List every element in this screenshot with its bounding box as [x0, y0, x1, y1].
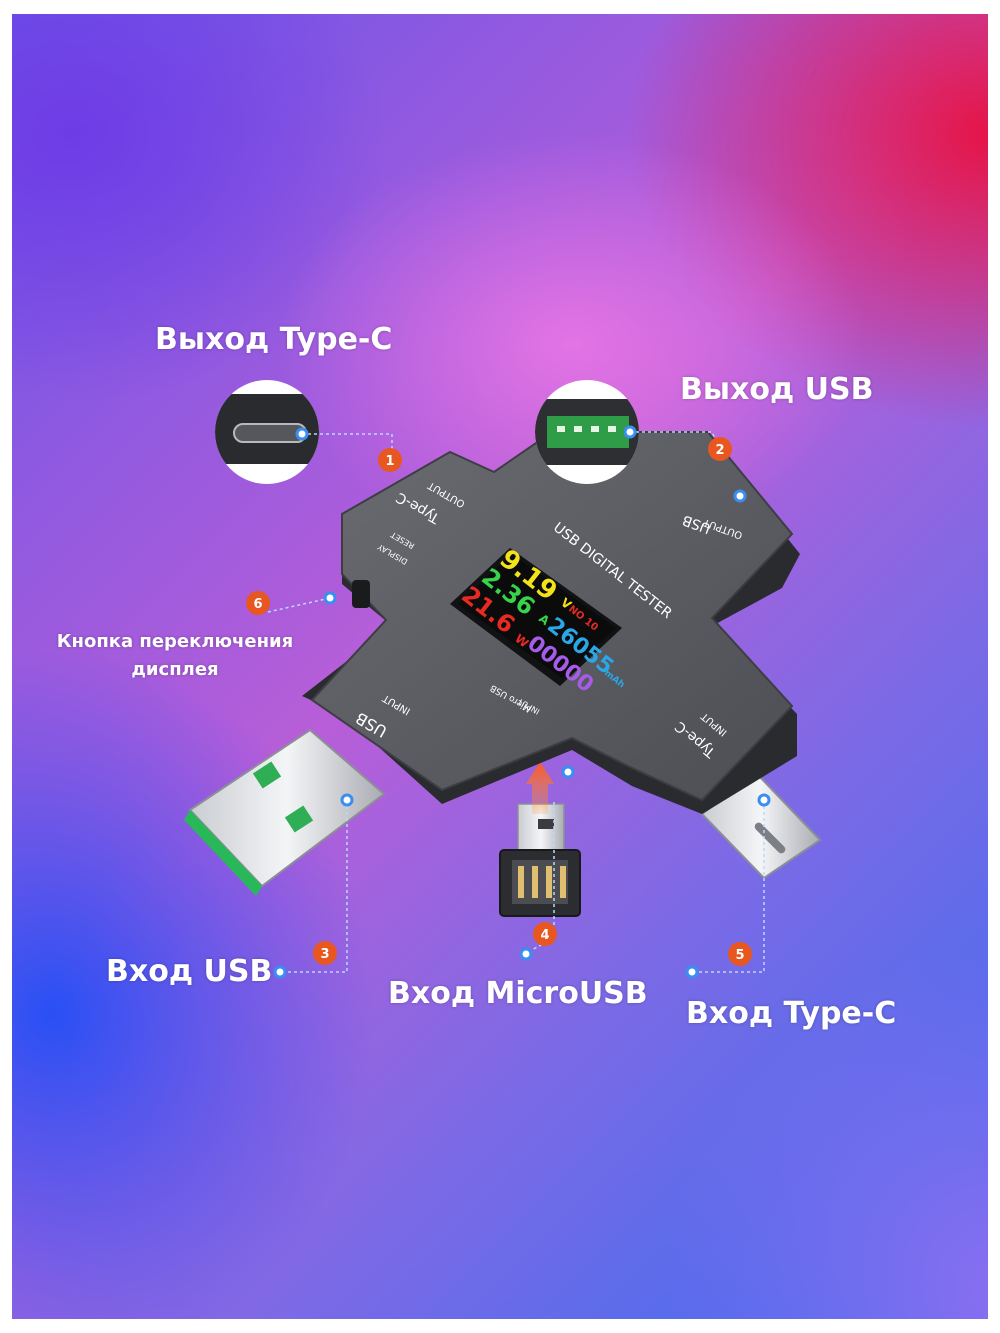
label-input-microusb: Вход MicroUSB — [388, 976, 648, 1011]
leader-dots — [273, 425, 771, 979]
marker-5: 5 — [735, 948, 744, 963]
marker-2: 2 — [715, 443, 724, 458]
label-display-button: Кнопка переключения дисплея — [50, 628, 300, 684]
usb-tester-body — [302, 431, 800, 814]
marker-6: 6 — [253, 597, 262, 612]
marker-3: 3 — [320, 947, 329, 962]
microusb-adapter — [499, 762, 581, 917]
label-display-button-line1: Кнопка переключения — [56, 631, 294, 652]
usb-output-closeup — [535, 380, 639, 484]
label-output-usb: Выход USB — [680, 372, 874, 407]
label-display-button-line2: дисплея — [131, 659, 219, 680]
label-input-usb: Вход USB — [106, 954, 273, 989]
marker-4: 4 — [540, 928, 549, 943]
marker-1: 1 — [385, 454, 394, 469]
label-input-typec: Вход Type-C — [686, 996, 897, 1031]
typec-output-closeup — [215, 380, 319, 484]
product-illustration: 1 2 3 4 5 6 USB DIGITAL TESTER Type-C OU… — [184, 380, 822, 979]
usb-input-plug — [184, 728, 386, 896]
label-output-typec: Выход Type-C — [155, 322, 393, 357]
marker-badges — [246, 437, 752, 966]
background: 1 2 3 4 5 6 USB DIGITAL TESTER Type-C OU… — [12, 14, 988, 1319]
